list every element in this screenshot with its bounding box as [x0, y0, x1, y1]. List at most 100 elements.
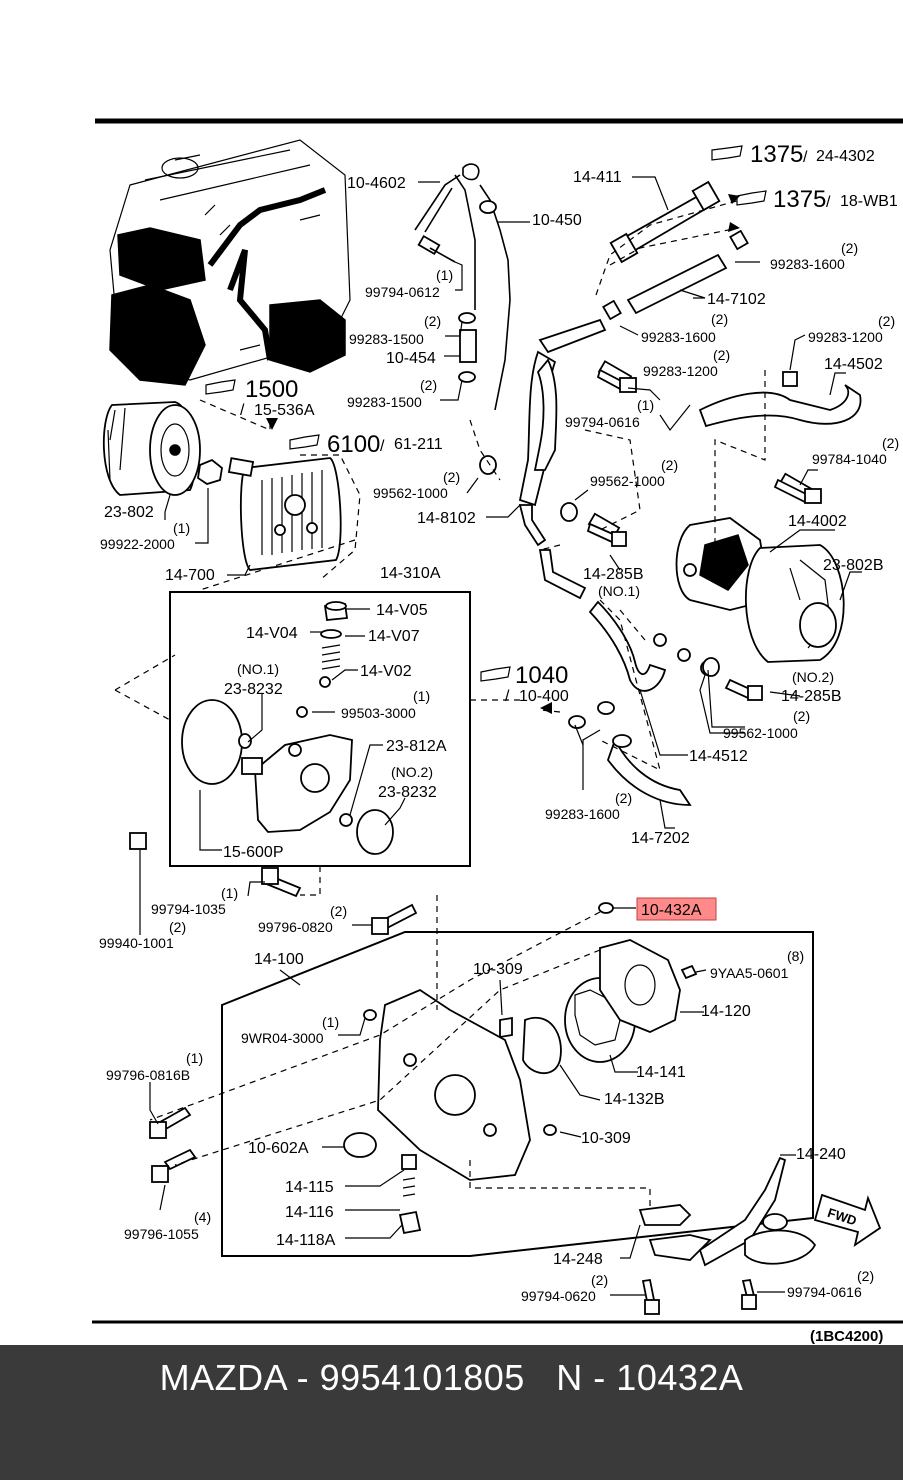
- part-label: (2): [443, 469, 460, 485]
- part-label: (2): [711, 311, 728, 327]
- dashed-lines: [114, 194, 766, 1210]
- part-label: (2): [713, 347, 730, 363]
- reference-2: 1375 / 18-WB1: [736, 186, 898, 213]
- part-label: (NO.1): [237, 661, 279, 677]
- part-label: (NO.2): [391, 764, 433, 780]
- pointing-hand-icon: [205, 379, 236, 395]
- part-label: 14-V05: [376, 602, 428, 619]
- svg-text:/: /: [240, 402, 245, 419]
- part-label: (2): [420, 377, 437, 393]
- part-label: (2): [591, 1272, 608, 1288]
- part-label: 14-100: [254, 951, 304, 968]
- part-label: 99794-1035: [151, 901, 226, 917]
- leader-lines: [139, 176, 862, 1296]
- part-label: 14-248: [553, 1251, 603, 1268]
- bolts: [129, 368, 822, 1315]
- caption-bar: MAZDA - 9954101805 N - 10432A: [0, 1345, 903, 1480]
- box-14-310A: [169, 591, 471, 867]
- part-label: 14-4502: [824, 356, 883, 373]
- svg-text:/: /: [803, 149, 808, 166]
- part-label: 99794-0612: [365, 284, 440, 300]
- pointing-hand-icon: [711, 145, 743, 161]
- part-number-caption: MAZDA - 9954101805 N - 10432A: [159, 1357, 744, 1398]
- parts-diagram: FWD: [92, 118, 903, 1345]
- part-label: (2): [857, 1268, 874, 1284]
- part-label: 14-141: [636, 1064, 686, 1081]
- part-label: 14-V04: [246, 625, 298, 642]
- part-label: 14-4512: [689, 748, 748, 765]
- part-label: (8): [787, 948, 804, 964]
- part-label: 14-240: [796, 1146, 846, 1163]
- washer-1: [479, 455, 497, 475]
- reference-sub: 18-WB1: [840, 193, 898, 210]
- part-label: (2): [661, 457, 678, 473]
- pointing-hand-icon: [736, 190, 767, 206]
- part-label: 99784-1040: [812, 451, 887, 467]
- part-label: 14-V07: [368, 628, 420, 645]
- part-label: (1): [221, 885, 238, 901]
- part-label: 14-132B: [604, 1091, 665, 1108]
- reference-3: 1500 / 15-536A: [205, 376, 315, 419]
- part-label: (1): [186, 1050, 203, 1066]
- part-label: 99794-0616: [565, 414, 640, 430]
- svg-text:/: /: [505, 688, 510, 705]
- part-label: 9YAA5-0601: [710, 965, 789, 981]
- part-label: (2): [841, 240, 858, 256]
- part-label: 99794-0616: [787, 1284, 862, 1300]
- reference-1: 1375 / 24-4302: [711, 141, 875, 168]
- reference-number: 1500: [245, 376, 298, 403]
- part-label: 14-285B: [781, 688, 842, 705]
- part-label: 10-454: [386, 350, 436, 367]
- part-label: (1): [322, 1014, 339, 1030]
- oil-cooler: [227, 457, 342, 571]
- part-label: 10-450: [532, 212, 582, 229]
- part-label: 14-116: [285, 1204, 334, 1221]
- reference-number: 6100: [327, 431, 380, 458]
- part-label: 23-8232: [378, 784, 437, 801]
- part-label: 23-8232: [224, 681, 283, 698]
- part-label: 99796-1055: [124, 1226, 199, 1242]
- reference-number: 1040: [515, 662, 568, 689]
- part-label: (2): [793, 708, 810, 724]
- reference-sub: 61-211: [394, 436, 443, 453]
- pointing-hand-icon: [289, 434, 320, 450]
- oil-filter-right: [675, 517, 845, 663]
- part-label: 14-4002: [788, 513, 847, 530]
- part-label: (2): [615, 790, 632, 806]
- part-label: 99283-1500: [347, 394, 422, 410]
- part-label: (1): [637, 397, 654, 413]
- reference-number: 1375: [750, 141, 803, 168]
- part-label: (2): [882, 435, 899, 451]
- part-label: 10-602A: [248, 1140, 309, 1157]
- part-label: 99940-1001: [99, 935, 174, 951]
- part-label: 14-7202: [631, 830, 690, 847]
- part-label: (2): [330, 903, 347, 919]
- reference-sub: 10-400: [519, 688, 569, 705]
- part-labels: 10-4602 10-450 14-411 99283-1600 (2) 997…: [99, 169, 899, 1304]
- box-14-100: [221, 902, 814, 1257]
- svg-text:/: /: [826, 194, 831, 211]
- part-label: 99283-1600: [770, 256, 845, 272]
- part-label: (2): [424, 313, 441, 329]
- part-label: 10-4602: [347, 175, 406, 192]
- reference-sub: 24-4302: [816, 148, 875, 165]
- part-label: 99283-1600: [641, 329, 716, 345]
- part-label: 14-120: [701, 1003, 751, 1020]
- fwd-arrow: FWD: [813, 1193, 882, 1248]
- washer-3: [702, 657, 720, 677]
- part-label: (1): [173, 520, 190, 536]
- part-label: 99503-3000: [341, 705, 416, 721]
- part-label: 23-802B: [823, 557, 884, 574]
- part-label: 14-700: [165, 567, 215, 584]
- part-label: 23-812A: [386, 738, 447, 755]
- part-label: 99562-1000: [723, 725, 798, 741]
- oil-filter-left: [102, 401, 223, 496]
- washer-2: [560, 502, 578, 522]
- engine-illustration: [109, 139, 351, 386]
- pointing-hand-icon: [480, 666, 511, 682]
- reference-4: 6100 / 61-211: [289, 431, 443, 458]
- svg-text:/: /: [380, 438, 385, 455]
- part-label: 99796-0816B: [106, 1067, 190, 1083]
- part-label: 10-309: [473, 961, 523, 978]
- part-label: 99283-1200: [643, 363, 718, 379]
